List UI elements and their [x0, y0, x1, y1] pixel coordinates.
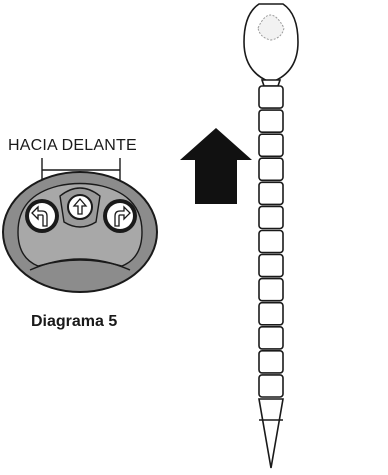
remote-controller: [3, 172, 157, 292]
snake-body-segment: [259, 231, 283, 253]
snake-toy: [244, 4, 298, 468]
snake-body-segment: [259, 279, 283, 301]
snake-body-segment: [259, 375, 283, 397]
snake-body-segment: [259, 134, 283, 156]
snake-body-segment: [259, 182, 283, 204]
snake-body-segment: [259, 110, 283, 132]
snake-body-segment: [259, 158, 283, 180]
snake-body-segment: [259, 255, 283, 277]
snake-body-segment: [259, 303, 283, 325]
snake-neck: [262, 80, 280, 86]
center-button[interactable]: [68, 195, 92, 219]
forward-direction-arrow: [180, 128, 252, 204]
snake-body-segment: [259, 327, 283, 349]
snake-body-segment: [259, 351, 283, 373]
snake-body-segment: [259, 86, 283, 108]
snake-tail: [259, 399, 283, 468]
snake-body-segment: [259, 206, 283, 228]
right-button[interactable]: [103, 199, 137, 233]
forward-label: HACIA DELANTE: [8, 137, 137, 155]
left-button[interactable]: [25, 199, 59, 233]
diagram-caption: Diagrama 5: [31, 313, 117, 331]
